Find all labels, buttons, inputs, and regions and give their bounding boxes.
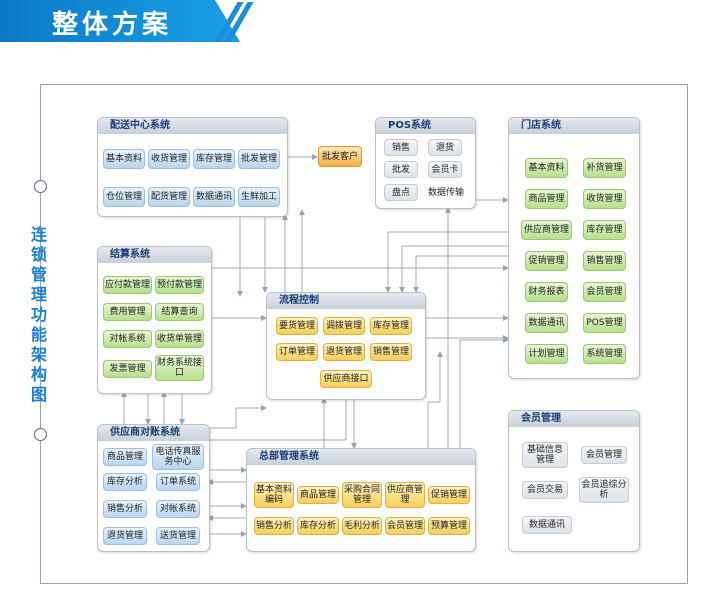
process-item-request: 要货管理: [276, 317, 318, 335]
supplier-item-order: 订单系统: [156, 473, 200, 491]
hq-item-margin-analysis: 毛利分析: [342, 517, 382, 535]
dist-item-basic: 基本资料: [103, 149, 145, 169]
settle-item-invoice: 发票管理: [103, 360, 152, 378]
process-item-transfer: 调拨管理: [323, 317, 365, 335]
panel-process-title: 流程控制: [267, 293, 425, 309]
dist-item-fresh: 生鲜加工: [238, 187, 280, 207]
store-item-pos: POS管理: [583, 313, 626, 333]
dist-item-receiving: 收货管理: [148, 149, 190, 169]
pos-item-wholesale: 批发: [384, 161, 418, 178]
panel-member-title: 会员管理: [509, 411, 639, 427]
store-item-product: 商品管理: [525, 189, 568, 209]
member-item-basic-info: 基础信息管理: [522, 442, 568, 468]
settle-item-query: 结算查询: [155, 303, 204, 321]
hq-item-basic-code: 基本资料编码: [254, 482, 294, 508]
hq-item-member: 会员管理: [385, 517, 425, 535]
pos-item-transfer: 数据传输: [427, 187, 464, 198]
panel-supplier-title: 供应商对账系统: [98, 425, 209, 441]
dist-item-wholesale: 批发管理: [238, 149, 280, 169]
dist-item-allocation: 配货管理: [148, 187, 190, 207]
process-item-return: 退货管理: [323, 343, 365, 361]
settle-item-finance-interface: 财务系统接口: [155, 355, 204, 381]
panel-store: 门店系统: [508, 117, 640, 379]
panel-settlement-title: 结算系统: [98, 247, 211, 263]
header-banner: [0, 0, 240, 42]
pos-item-sales: 销售: [384, 139, 418, 156]
hq-item-budget: 预算管理: [428, 517, 470, 535]
member-item-tracking-analysis: 会员追综分析: [579, 477, 629, 503]
supplier-item-sales-analysis: 销售分析: [103, 500, 147, 518]
store-item-replenish: 补货管理: [583, 158, 626, 178]
supplier-item-phone-fax: 电话传真服务中心: [152, 444, 204, 470]
store-item-sales: 销售管理: [583, 251, 626, 271]
process-item-supplier-interface: 供应商接口: [320, 370, 372, 388]
supplier-item-reconcile: 对帐系统: [156, 500, 200, 518]
hq-item-promotion: 促销管理: [428, 486, 470, 504]
wholesale-customer: 批发客户: [318, 146, 362, 167]
frame-marker-bottom: [34, 428, 47, 441]
settle-item-expense: 费用管理: [103, 303, 152, 321]
dist-item-location: 仓位管理: [103, 187, 145, 207]
pos-item-stocktake: 盘点: [384, 184, 418, 201]
pos-item-member-card: 会员卡: [428, 161, 462, 178]
page-title: 整体方案: [52, 10, 173, 40]
settle-item-reconcile: 对帐系统: [103, 330, 152, 348]
panel-distribution-title: 配送中心系统: [98, 118, 287, 134]
process-item-inventory: 库存管理: [370, 317, 412, 335]
hq-item-supplier: 供应商管理: [385, 482, 425, 508]
frame-marker-top: [34, 180, 47, 193]
store-item-receiving: 收货管理: [583, 189, 626, 209]
settle-item-receipt: 收货单管理: [155, 330, 204, 348]
hq-item-product: 商品管理: [297, 486, 339, 504]
supplier-item-delivery: 送货管理: [156, 527, 200, 545]
side-title: 连锁管理功能架构图: [30, 225, 47, 404]
member-item-member: 会员管理: [581, 446, 627, 464]
diagram-frame: [40, 84, 688, 584]
hq-item-sales-analysis: 销售分析: [254, 517, 294, 535]
member-item-transaction: 会员交易: [522, 481, 568, 499]
settle-item-prepaid: 预付款管理: [155, 276, 204, 294]
store-item-report: 财务报表: [525, 282, 568, 302]
dist-item-comm: 数据通讯: [193, 187, 235, 207]
settle-item-payable: 应付款管理: [103, 276, 152, 294]
panel-pos-title: POS系统: [376, 118, 475, 134]
dist-item-inventory: 库存管理: [193, 149, 235, 169]
store-item-basic: 基本资料: [525, 158, 568, 178]
hq-item-inventory-analysis: 库存分析: [297, 517, 339, 535]
pos-item-return: 退货: [428, 139, 462, 156]
panel-store-title: 门店系统: [509, 118, 639, 134]
store-item-inventory: 库存管理: [583, 220, 626, 240]
process-item-order: 订单管理: [276, 343, 318, 361]
process-item-sales: 销售管理: [370, 343, 412, 361]
store-item-system: 系统管理: [583, 344, 626, 364]
supplier-item-product: 商品管理: [103, 448, 147, 466]
store-item-promotion: 促销管理: [525, 251, 568, 271]
store-item-member: 会员管理: [583, 282, 626, 302]
supplier-item-inventory-analysis: 库存分析: [103, 473, 147, 491]
member-item-comm: 数据通讯: [522, 516, 572, 534]
store-item-supplier: 供应商管理: [521, 220, 572, 240]
store-item-plan: 计划管理: [525, 344, 568, 364]
hq-item-contract: 采购合同管理: [342, 482, 382, 508]
store-item-comm: 数据通讯: [525, 313, 568, 333]
supplier-item-return: 退货管理: [103, 527, 147, 545]
panel-hq-title: 总部管理系统: [247, 449, 475, 465]
